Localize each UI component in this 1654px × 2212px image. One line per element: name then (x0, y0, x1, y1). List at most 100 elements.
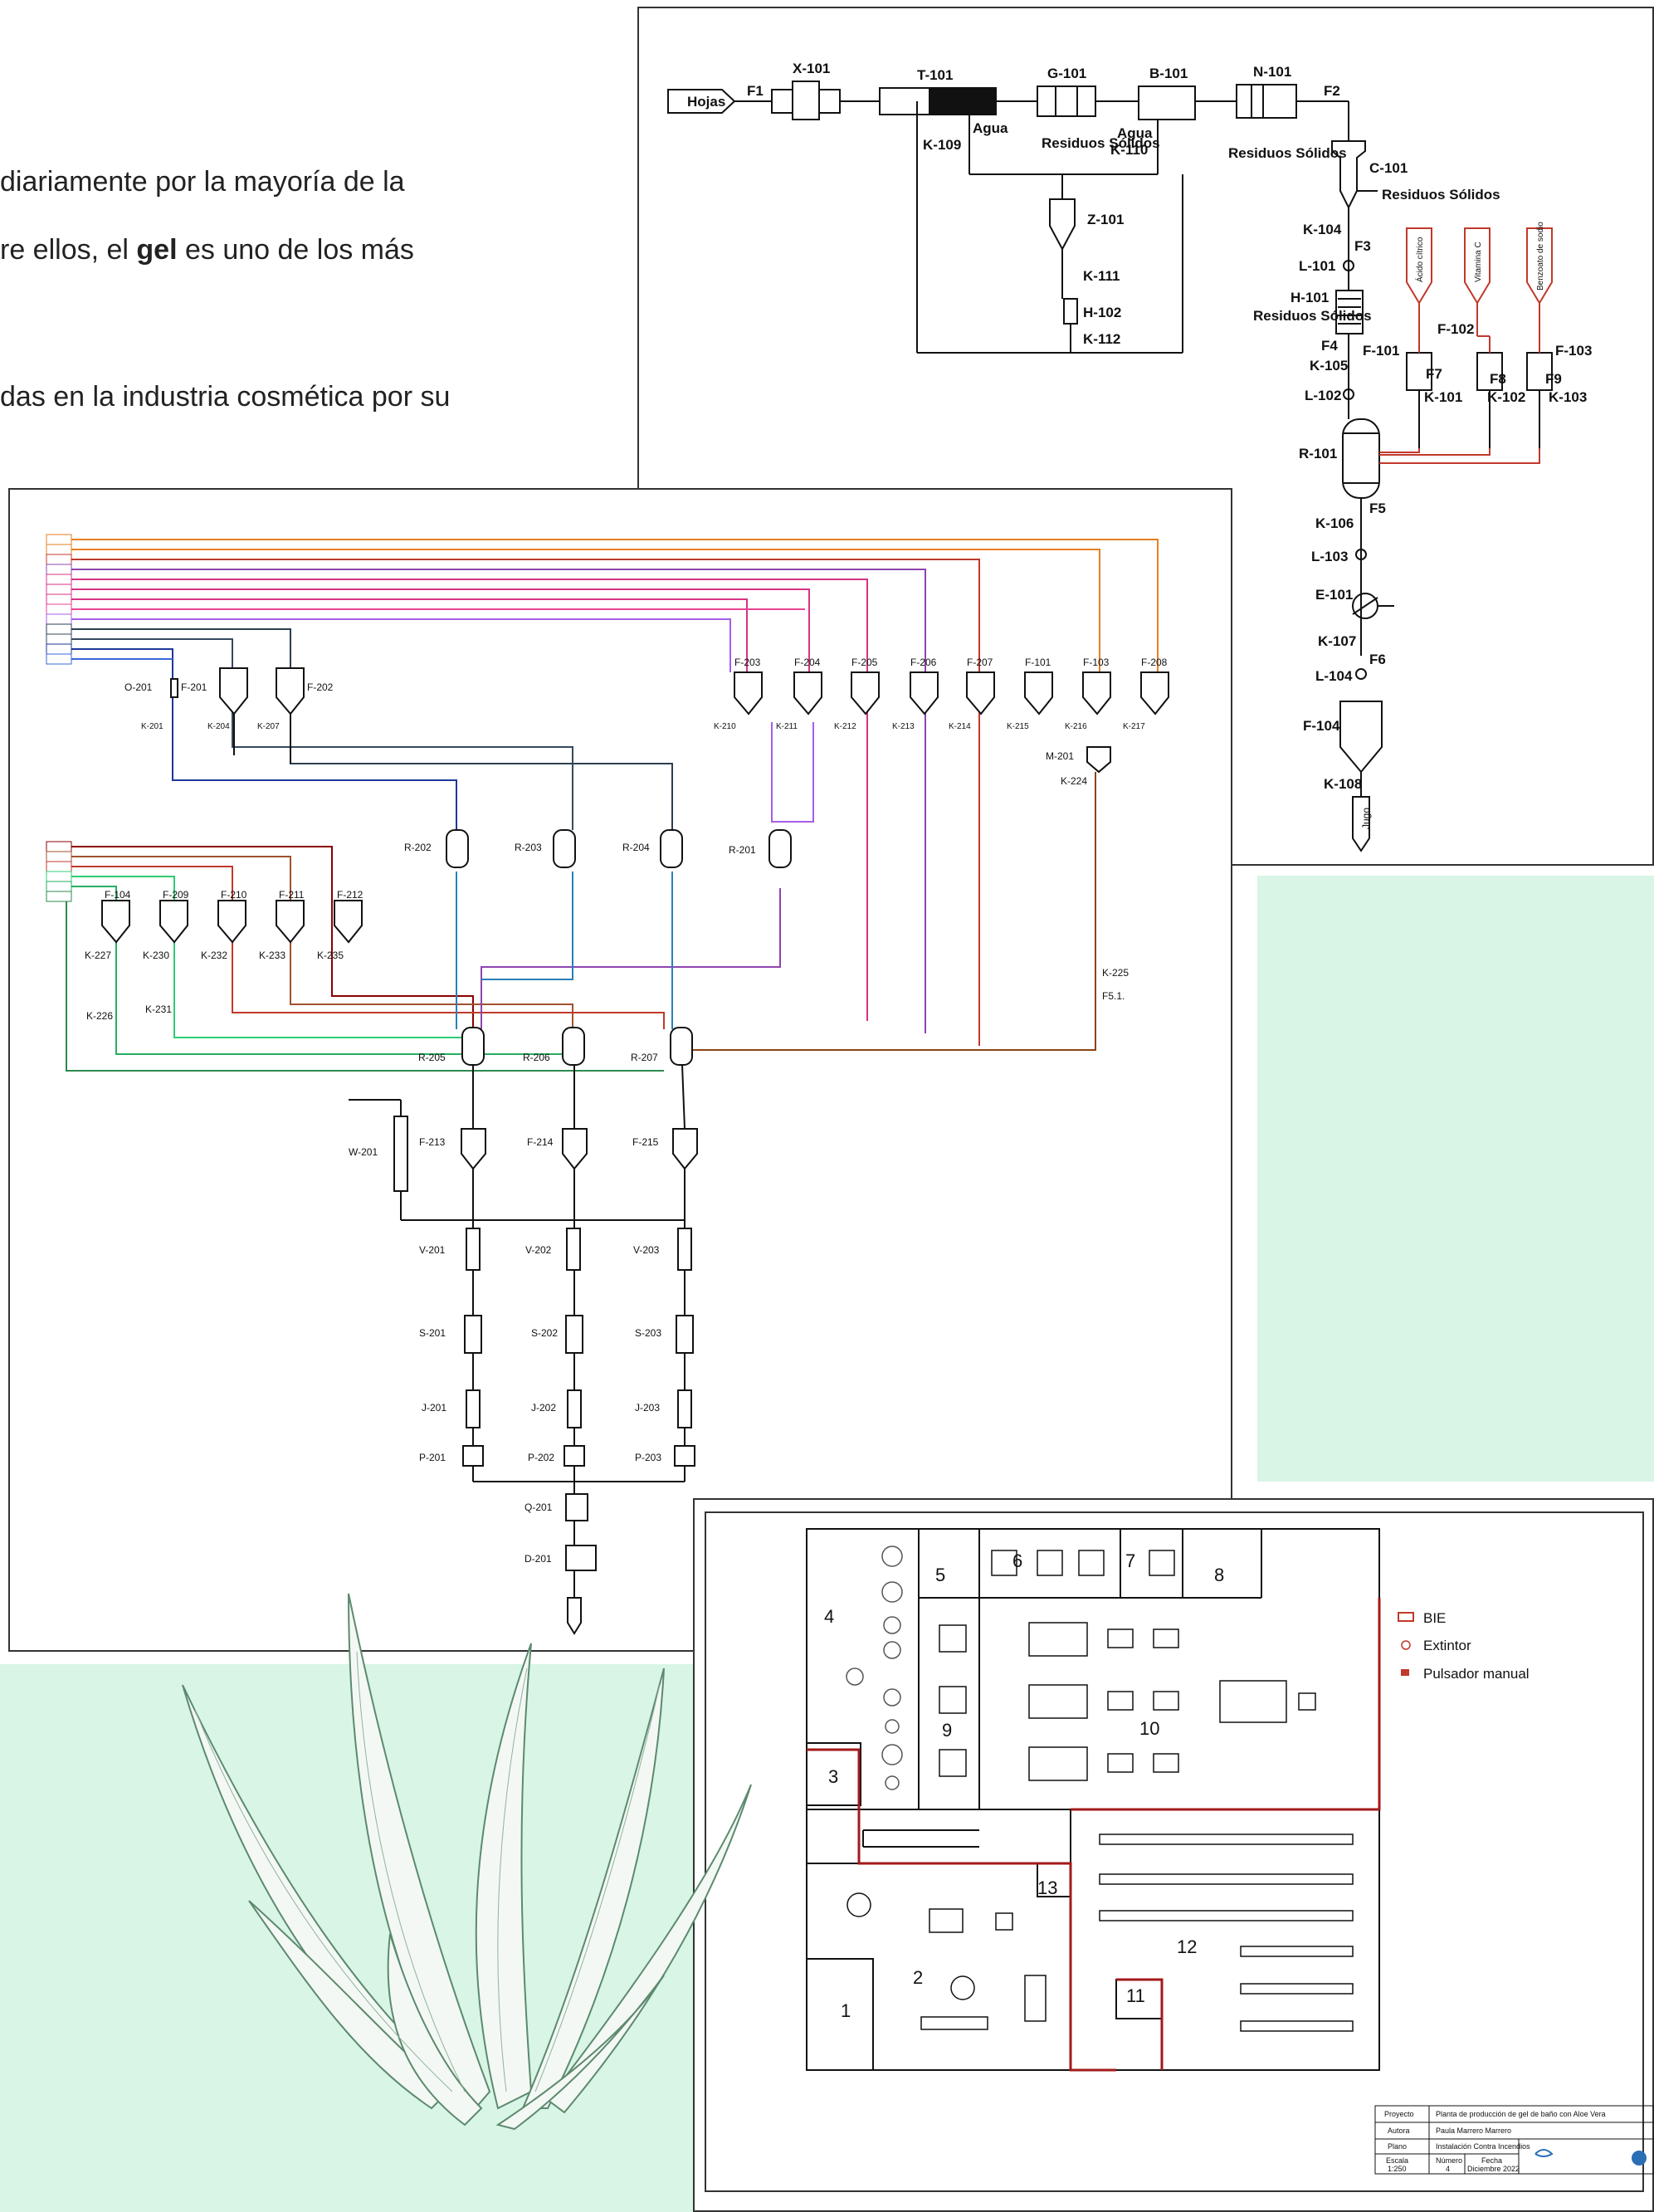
label-s202: S-202 (531, 1327, 558, 1339)
label-f215: F-215 (632, 1136, 659, 1148)
v201 (466, 1228, 481, 1271)
label-f6: F6 (1369, 652, 1386, 667)
legend-extintor: Extintor (1423, 1638, 1471, 1653)
label-k103: K-103 (1549, 389, 1587, 405)
label-residuos-2: Residuos Sólidos (1228, 145, 1347, 161)
label-f7: F7 (1426, 366, 1442, 382)
label-f209: F-209 (163, 889, 189, 901)
label-p202: P-202 (528, 1452, 554, 1463)
label-f203: F-203 (734, 657, 761, 668)
label-jugo: Jugo (1360, 808, 1372, 829)
label-k201: K-201 (141, 722, 163, 731)
label-n101: N-101 (1253, 64, 1291, 80)
mixer-m201 (1086, 746, 1111, 774)
room-8: 8 (1214, 1565, 1224, 1585)
label-k213: K-213 (892, 722, 915, 731)
tank-f103b (1082, 671, 1111, 715)
label-k232: K-232 (201, 950, 227, 961)
label-p201: P-201 (419, 1452, 446, 1463)
label-z101: Z-101 (1087, 212, 1124, 227)
label-k215: K-215 (1007, 722, 1029, 731)
label-v203: V-203 (633, 1244, 660, 1256)
acido-citrico-feed (1406, 227, 1432, 305)
label-x101: X-101 (793, 61, 830, 76)
label-f2: F2 (1324, 83, 1340, 99)
university-logo-icon (1534, 2149, 1554, 2157)
label-k224: K-224 (1061, 775, 1087, 787)
label-f1: F1 (747, 83, 764, 99)
tank-f213 (461, 1128, 486, 1170)
label-k216: K-216 (1065, 722, 1087, 731)
room-5: 5 (935, 1565, 945, 1585)
label-r203: R-203 (515, 842, 542, 853)
tank-f214 (562, 1128, 588, 1170)
label-residuos-1: Residuos Sólidos (1042, 135, 1160, 151)
room-2: 2 (913, 1967, 923, 1988)
label-r204: R-204 (622, 842, 650, 853)
label-f4: F4 (1321, 338, 1338, 354)
label-f214: F-214 (527, 1136, 554, 1148)
mint-panel-right (1257, 876, 1654, 1482)
s203 (676, 1315, 694, 1354)
label-j201: J-201 (422, 1402, 446, 1414)
intro-line-2-a: re ellos, el (0, 234, 137, 266)
vitamina-c-feed (1464, 227, 1491, 305)
label-k212: K-212 (834, 722, 856, 731)
tank-f203 (734, 671, 763, 715)
label-l102: L-102 (1305, 388, 1341, 403)
label-e101: E-101 (1315, 587, 1353, 603)
label-h101: H-101 (1291, 290, 1329, 305)
reactor-r202 (446, 829, 469, 868)
label-l104: L-104 (1315, 668, 1353, 684)
label-f103: F-103 (1555, 343, 1592, 359)
tb-plano-label: Plano (1388, 2142, 1407, 2151)
tank-f209 (159, 900, 188, 944)
label-k112: K-112 (1083, 331, 1120, 347)
label-f201: F-201 (181, 681, 207, 693)
label-k108: K-108 (1324, 776, 1362, 792)
d201 (565, 1545, 597, 1571)
room-4: 4 (824, 1606, 834, 1627)
label-k210: K-210 (714, 722, 736, 731)
label-f211: F-211 (279, 889, 305, 901)
label-p203: P-203 (635, 1452, 661, 1463)
tank-f201 (219, 667, 248, 715)
tb-fecha: Diciembre 2022 (1467, 2165, 1520, 2173)
p203 (674, 1445, 695, 1467)
p201 (462, 1445, 484, 1467)
label-j202: J-202 (531, 1402, 556, 1414)
label-f51: F5.1. (1102, 990, 1125, 1002)
tb-numero-label: Número (1436, 2156, 1462, 2165)
j202 (567, 1389, 582, 1428)
tank-f208 (1140, 671, 1169, 715)
label-f9: F9 (1545, 371, 1562, 387)
label-l103: L-103 (1311, 549, 1348, 564)
tank-f101b (1024, 671, 1053, 715)
extintor-icon (1401, 1640, 1411, 1650)
label-k233: K-233 (259, 950, 285, 961)
label-o201: O-201 (124, 681, 153, 693)
intro-line-3: das en la industria cosmética por su (0, 381, 451, 413)
label-f213: F-213 (419, 1136, 446, 1148)
label-f204: F-204 (794, 657, 821, 668)
tb-proyecto-label: Proyecto (1384, 2110, 1414, 2118)
label-k227: K-227 (85, 950, 111, 961)
tank-f204 (793, 671, 822, 715)
tb-autora: Paula Marrero Marrero (1436, 2127, 1511, 2135)
label-k235: K-235 (317, 950, 344, 961)
floor-plan-frame (693, 1498, 1654, 2212)
pulsador-icon (1401, 1669, 1409, 1676)
feed-hojas-arrow (667, 89, 736, 114)
label-benzoato: Benzoato de sodio (1536, 222, 1545, 291)
f104-shape (1339, 701, 1383, 774)
reactor-r203 (553, 829, 576, 868)
room-6: 6 (1012, 1550, 1022, 1571)
room-9: 9 (942, 1720, 952, 1741)
reactor-r204 (660, 829, 683, 868)
label-r201: R-201 (729, 844, 756, 856)
label-k110: K-110 (1110, 142, 1148, 158)
label-k102: K-102 (1487, 389, 1525, 405)
s202 (565, 1315, 583, 1354)
